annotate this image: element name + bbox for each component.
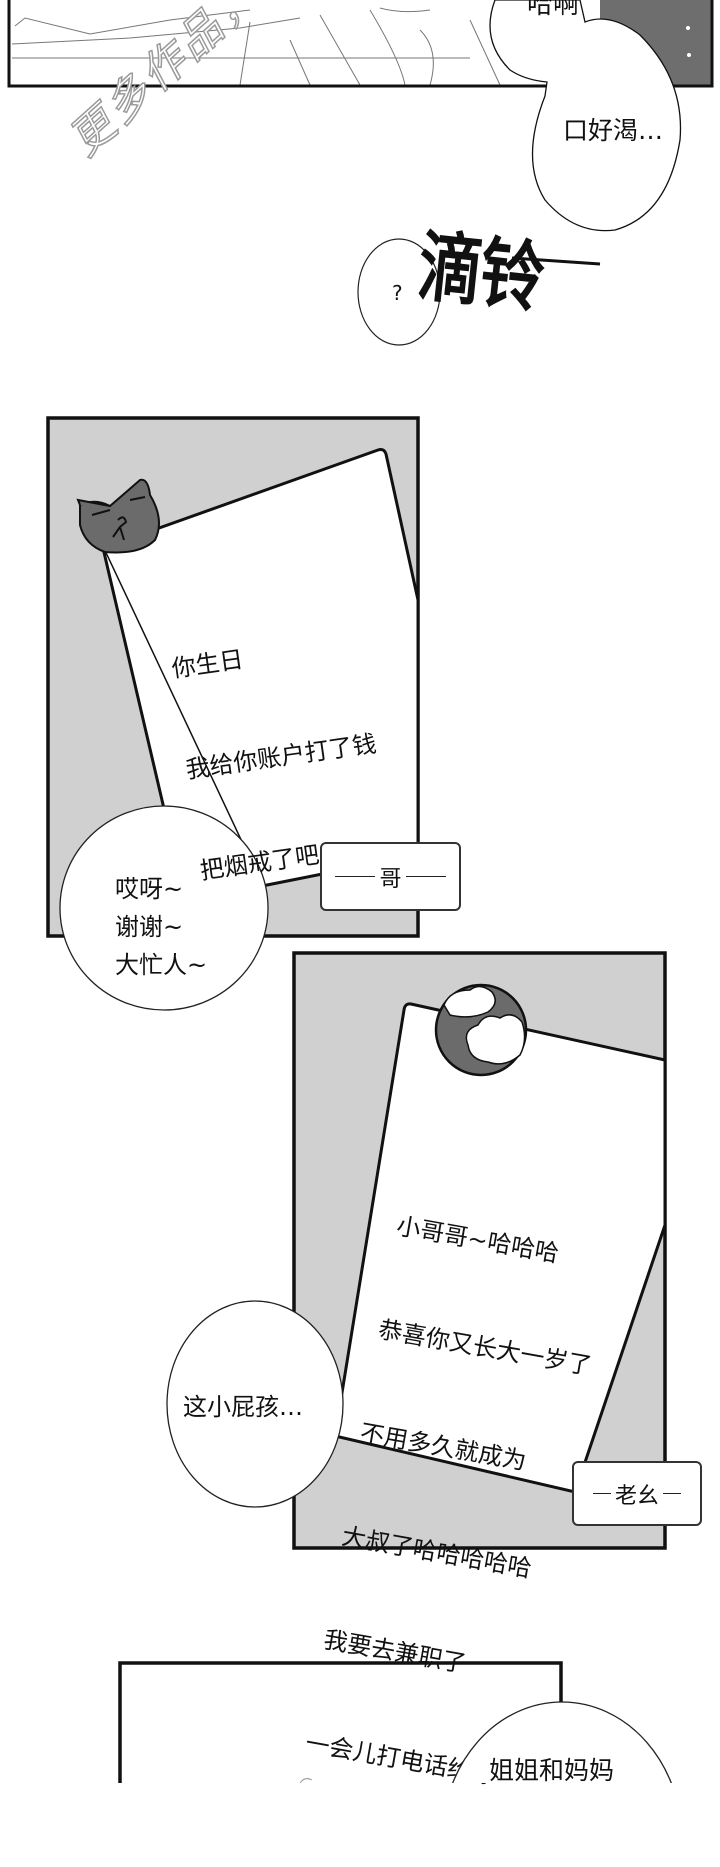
dash-line — [663, 1492, 681, 1495]
reply-line: 谢谢~ — [115, 913, 184, 941]
signature-tag-brother: 哥 — [320, 842, 461, 911]
bubble-bottom-text: 姐姐和妈妈 — [489, 1756, 615, 1785]
question-bubble — [357, 238, 601, 346]
question-mark-text: ? — [392, 281, 403, 305]
bubble-thirsty-text: 口好渴… — [563, 116, 664, 145]
note-youngest-art — [166, 951, 667, 1550]
dash-line — [335, 875, 376, 878]
earth-magnet-icon — [434, 983, 528, 1077]
reply-line: 哎呀~ — [115, 875, 184, 903]
bottom-panel-art — [118, 1661, 672, 1783]
dash-line — [405, 875, 446, 878]
signature-tag-youngest: 老幺 — [572, 1461, 702, 1526]
reply-bubble-brother: 哎呀~ 谢谢~ 大忙人~ — [115, 870, 207, 984]
bubble-top-text: 哈啊 — [527, 0, 580, 20]
cat-magnet-icon — [76, 478, 160, 554]
reply-bubble-youngest: 这小屁孩… — [183, 1393, 303, 1421]
top-panel-art — [7, 0, 714, 232]
signature-youngest: 老幺 — [614, 1483, 659, 1509]
dash-line — [592, 1492, 611, 1495]
signature-brother: 哥 — [379, 866, 402, 892]
reply-line: 大忙人~ — [115, 951, 208, 979]
